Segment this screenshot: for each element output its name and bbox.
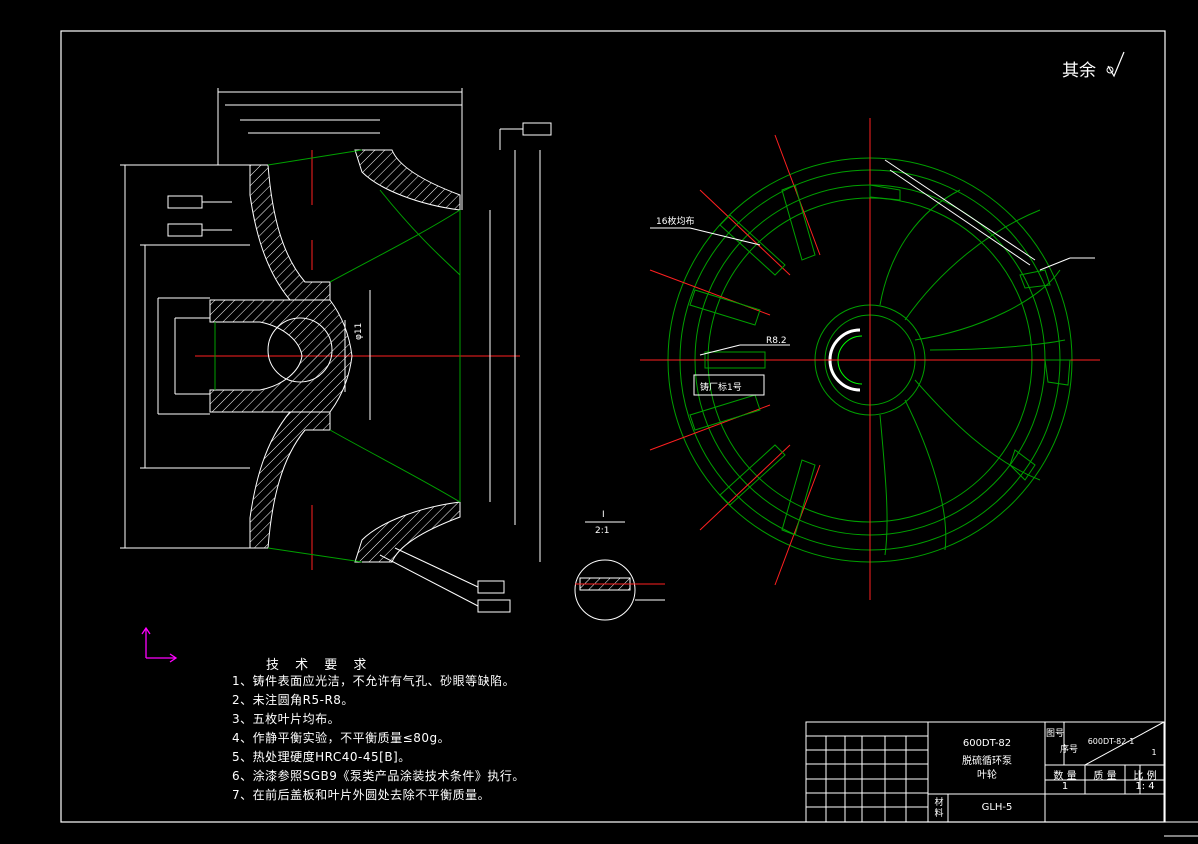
drawing-border <box>60 30 1166 823</box>
blades-even-label: 16枚均布 <box>656 217 695 227</box>
material-label: 材料 <box>934 798 944 819</box>
title-block-lines <box>805 721 1165 823</box>
tech-requirements-title: 技 术 要 求 <box>266 658 373 673</box>
tech-item: 4、作静平衡实验，不平衡质量≤80g。 <box>232 731 451 745</box>
drawing-code-label: 图号 <box>1046 729 1065 739</box>
detail-name: I <box>602 510 605 520</box>
detail-view <box>574 521 665 621</box>
casting-mark-label: 铸厂标1号 <box>700 383 742 393</box>
ucs-axis-icon <box>141 626 178 663</box>
tech-item: 5、热处理硬度HRC40-45[B]。 <box>232 750 411 764</box>
sheet-number: 1 <box>1151 748 1157 757</box>
tech-item: 7、在前后盖板和叶片外圆处去除不平衡质量。 <box>232 788 491 802</box>
qty-label: 数 量 <box>1053 771 1077 782</box>
casting-mark-box <box>693 374 765 396</box>
tech-item: 3、五枚叶片均布。 <box>232 712 341 726</box>
tech-item: 2、未注圆角R5-R8。 <box>232 693 354 707</box>
front-shroud-lower <box>354 501 461 563</box>
front-shroud-upper <box>354 149 461 211</box>
scale-value: 1: 4 <box>1135 781 1155 792</box>
roughness-symbol <box>1107 51 1125 78</box>
detail-scale: 2:1 <box>595 526 610 536</box>
mass-label: 质 量 <box>1093 771 1117 782</box>
qty-value: 1 <box>1061 781 1069 792</box>
product-model: 600DT-82 <box>962 738 1012 749</box>
radius-label: R8.2 <box>766 336 787 346</box>
section-view <box>120 88 552 613</box>
part-name: 叶轮 <box>977 770 997 781</box>
roughness-note: 其余 <box>1062 61 1096 81</box>
rear-shroud-lower <box>249 411 331 549</box>
tech-item: 1、铸件表面应光洁，不允许有气孔、砂眼等缺陷。 <box>232 674 516 688</box>
tech-item: 6、涂漆参照SGB9《泵类产品涂装技术条件》执行。 <box>232 769 525 783</box>
front-view <box>640 118 1100 600</box>
serial-code-label: 序号 <box>1060 745 1079 755</box>
material-value: GLH-5 <box>981 802 1013 813</box>
product-name: 脱硫循环泵 <box>962 756 1012 767</box>
scale-label: 比 例 <box>1133 771 1157 782</box>
phi11-label: φ11 <box>354 322 364 340</box>
drawing-number: 600DT-82-1 <box>1087 737 1135 746</box>
hub-section <box>209 299 353 413</box>
rear-shroud-upper <box>249 164 331 301</box>
